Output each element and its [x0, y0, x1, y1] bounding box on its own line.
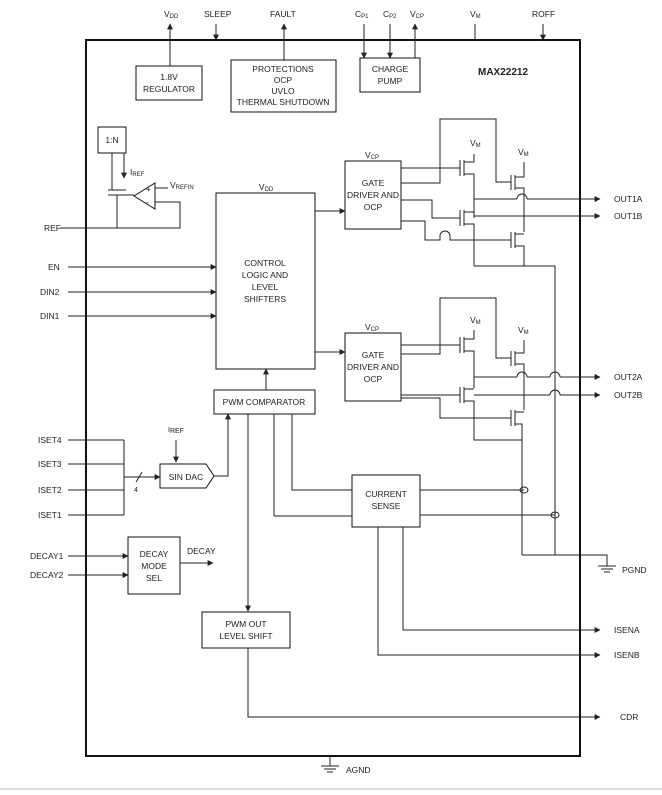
decay-mode-label-2: MODE [141, 561, 167, 571]
pin-vm-top: VM [470, 9, 481, 20]
bus-slash [135, 471, 143, 483]
pin-cp2: CP2 [383, 9, 397, 20]
wire-dac-comparator [214, 413, 231, 477]
sense-coil-1 [519, 486, 529, 494]
wire-pgnd [522, 554, 608, 566]
wire-isena [402, 527, 601, 633]
control-label-4: SHIFTERS [244, 294, 286, 304]
current-sense-block [351, 474, 421, 528]
protections-label-1: PROTECTIONS [252, 64, 314, 74]
decay-mode-label-3: SEL [146, 573, 162, 583]
vrefin-label: VREFIN [170, 180, 194, 191]
gate-driver-1-label-2: DRIVER AND [347, 190, 399, 200]
vm-fet-b1-label: VM [518, 147, 529, 158]
pin-isenb: ISENB [614, 650, 640, 660]
pin-out1a: OUT1A [614, 194, 643, 204]
pin-roff: ROFF [532, 9, 555, 19]
regulator-label-1: 1.8V [160, 72, 178, 82]
gate-driver-1-label-3: OCP [364, 202, 383, 212]
protections-block [230, 59, 337, 113]
wire-cdr [247, 648, 601, 720]
wire-opamp-feedback [117, 201, 181, 229]
protections-label-3: UVLO [271, 86, 295, 96]
charge-pump-block [359, 57, 421, 93]
pin-iset1: ISET1 [38, 510, 62, 520]
control-logic-block [215, 192, 316, 370]
pin-out2a: OUT2A [614, 372, 643, 382]
iref-label: IREF [130, 167, 145, 178]
pin-vdd-top: VDD [164, 9, 179, 20]
current-sense-label-2: SENSE [372, 501, 401, 511]
pin-agnd: AGND [346, 765, 371, 775]
pin-out1b: OUT1B [614, 211, 643, 221]
charge-pump-label-2: PUMP [378, 76, 403, 86]
sin-dac-block [159, 463, 215, 489]
protections-label-2: OCP [274, 75, 293, 85]
regulator-block [135, 65, 203, 101]
pin-pgnd: PGND [622, 565, 647, 575]
pin-sleep: SLEEP [204, 9, 232, 19]
gate-driver-1-label-1: GATE [362, 178, 385, 188]
control-label-1: CONTROL [244, 258, 286, 268]
iref-dac-label: IREF [168, 427, 184, 435]
pin-din2: DIN2 [40, 287, 60, 297]
pwm-comparator-label: PWM COMPARATOR [223, 397, 306, 407]
ratio-block [97, 126, 127, 154]
sin-dac-label: SIN DAC [169, 472, 203, 482]
wire-isenb [377, 527, 601, 658]
chip-outline [85, 39, 581, 757]
ref-opamp [133, 182, 156, 210]
current-sense-label-1: CURRENT [365, 489, 407, 499]
pwm-out-label-2: LEVEL SHIFT [219, 631, 272, 641]
ratio-label: 1:N [105, 135, 118, 145]
gate-driver-1-block [344, 160, 402, 230]
pin-cp1: CP1 [355, 9, 369, 20]
wire-sense-comparator-1 [291, 414, 352, 491]
gate-driver-2-label-3: OCP [364, 374, 383, 384]
pin-vcp-top: VCP [410, 9, 424, 20]
pin-decay2: DECAY2 [30, 570, 64, 580]
gate-driver-2-label-1: GATE [362, 350, 385, 360]
charge-pump-label-1: CHARGE [372, 64, 409, 74]
pin-isena: ISENA [614, 625, 640, 635]
gate-driver-2-block [344, 332, 402, 402]
pin-fault: FAULT [270, 9, 296, 19]
gate-driver-2-label-2: DRIVER AND [347, 362, 399, 372]
protections-label-4: THERMAL SHUTDOWN [237, 97, 330, 107]
h-bridge-2 [401, 297, 601, 555]
pin-iset4: ISET4 [38, 435, 62, 445]
vdd-control-label: VDD [259, 182, 274, 193]
vm-fet-a1-label: VM [470, 138, 481, 149]
pin-iset3: ISET3 [38, 459, 62, 469]
pin-decay1: DECAY1 [30, 551, 64, 561]
regulator-label-2: REGULATOR [143, 84, 195, 94]
pin-cdr: CDR [620, 712, 638, 722]
control-label-3: LEVEL [252, 282, 279, 292]
pwm-comparator-block [213, 389, 316, 415]
opamp-minus: - [146, 197, 149, 207]
part-number: MAX22212 [478, 67, 528, 78]
pin-en: EN [48, 262, 60, 272]
pin-din1: DIN1 [40, 311, 60, 321]
pin-ref: REF [44, 223, 61, 233]
pwm-out-label-1: PWM OUT [225, 619, 266, 629]
h-bridge-1 [401, 118, 601, 555]
vcp-gate1-label: VCP [365, 150, 379, 161]
vm-fet-a2-label: VM [470, 315, 481, 326]
decay-mode-label-1: DECAY [140, 549, 169, 559]
control-label-2: LOGIC AND [242, 270, 288, 280]
vcp-gate2-label: VCP [365, 322, 379, 333]
pin-out2b: OUT2B [614, 390, 643, 400]
pin-iset2: ISET2 [38, 485, 62, 495]
sense-coil-2 [550, 511, 560, 519]
pwm-out-block [201, 611, 291, 649]
decay-out-label: DECAY [187, 546, 216, 556]
opamp-plus: + [146, 184, 151, 194]
bus-width-label: 4 [134, 487, 138, 494]
decay-mode-block [127, 536, 181, 595]
vm-fet-b2-label: VM [518, 325, 529, 336]
